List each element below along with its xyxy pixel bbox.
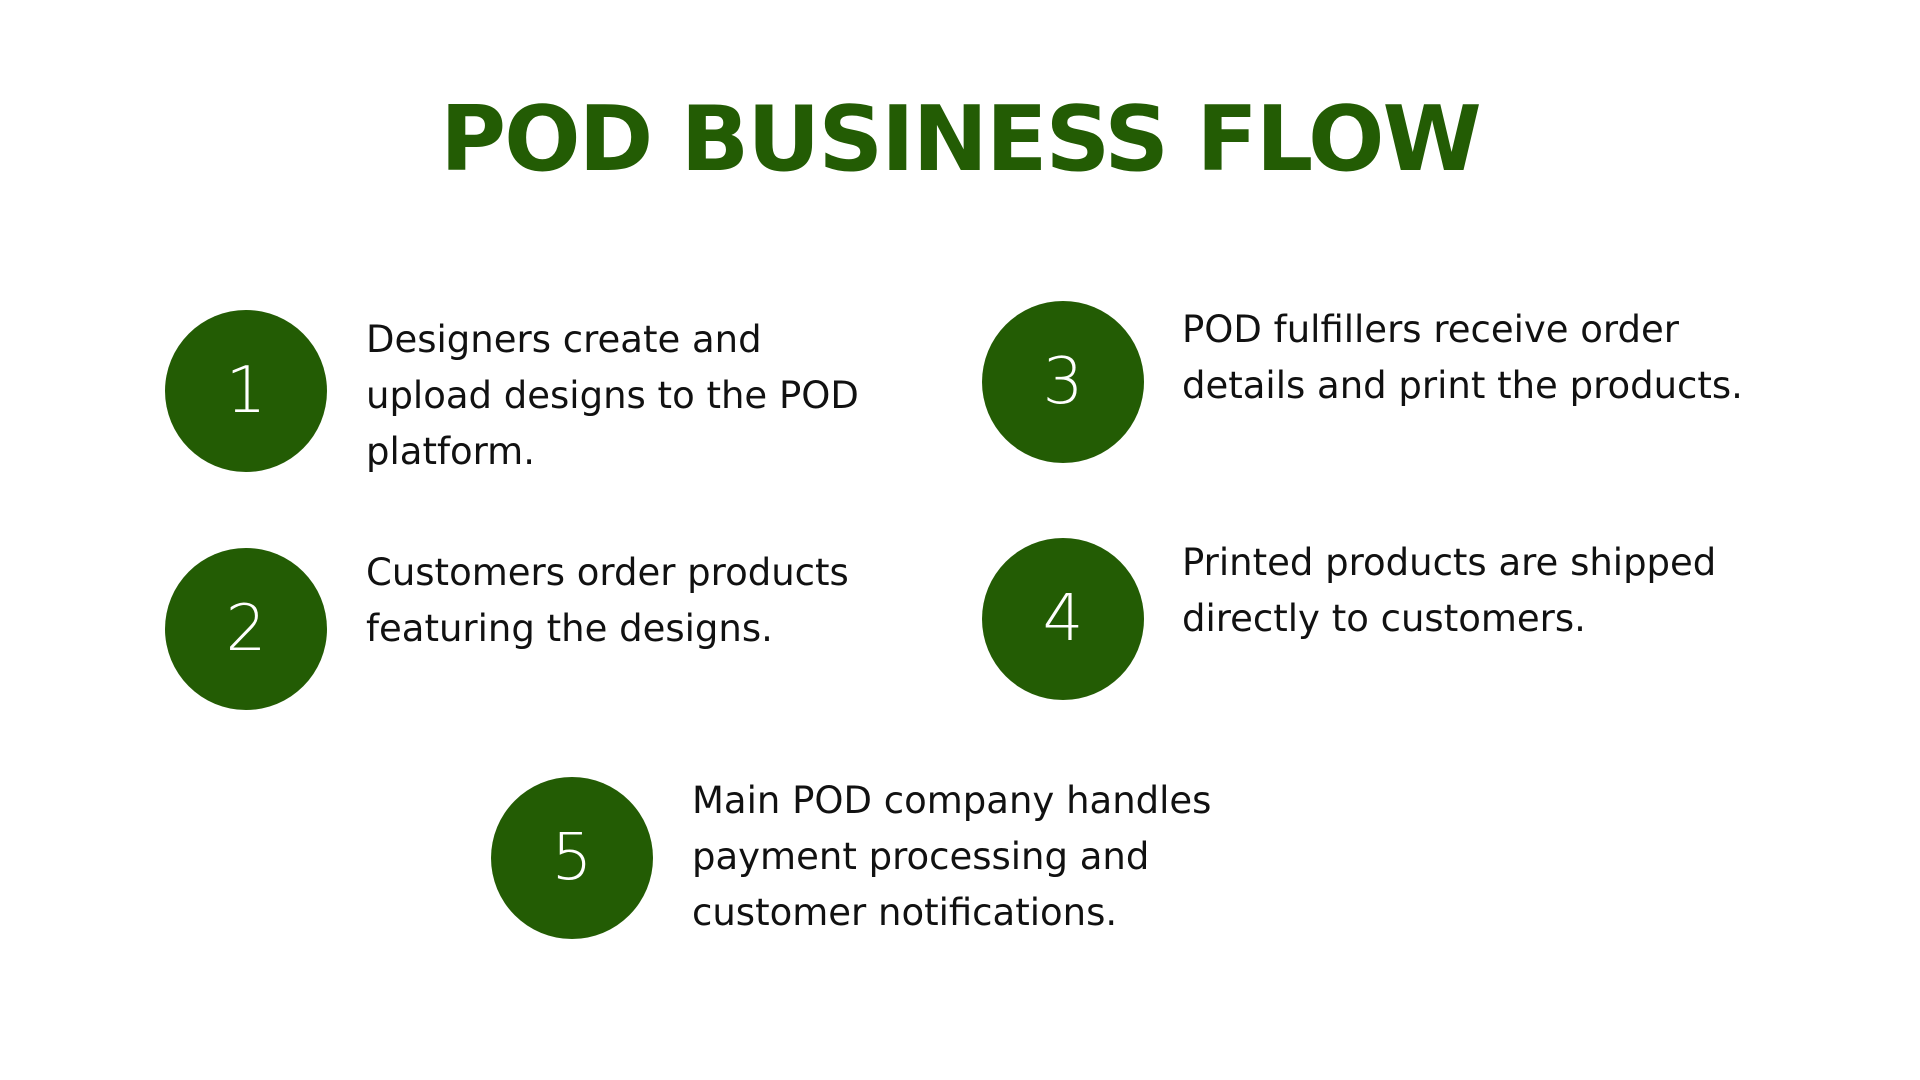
step-2-text: Customers order products featuring the d… xyxy=(366,545,966,657)
text-line: Customers order products xyxy=(366,551,849,594)
step-4-circle: 4 xyxy=(982,538,1144,700)
step-1-text: Designers create and upload designs to t… xyxy=(366,312,966,480)
text-line: Designers create and xyxy=(366,318,762,361)
step-2-circle: 2 xyxy=(165,548,327,710)
text-line: details and print the products. xyxy=(1182,364,1743,407)
text-line: directly to customers. xyxy=(1182,597,1586,640)
step-3-circle: 3 xyxy=(982,301,1144,463)
text-line: customer notifications. xyxy=(692,891,1118,934)
text-line: Printed products are shipped xyxy=(1182,541,1717,584)
text-line: upload designs to the POD xyxy=(366,374,859,417)
step-3-text: POD fulfillers receive order details and… xyxy=(1182,302,1882,414)
step-1-circle: 1 xyxy=(165,310,327,472)
page-title: POD BUSINESS FLOW xyxy=(440,87,1482,192)
step-4-text: Printed products are shipped directly to… xyxy=(1182,535,1882,647)
text-line: featuring the designs. xyxy=(366,607,773,650)
text-line: POD fulfillers receive order xyxy=(1182,308,1679,351)
text-line: payment processing and xyxy=(692,835,1150,878)
text-line: Main POD company handles xyxy=(692,779,1212,822)
step-5-circle: 5 xyxy=(491,777,653,939)
step-5-text: Main POD company handles payment process… xyxy=(692,773,1292,941)
text-line: platform. xyxy=(366,430,535,473)
